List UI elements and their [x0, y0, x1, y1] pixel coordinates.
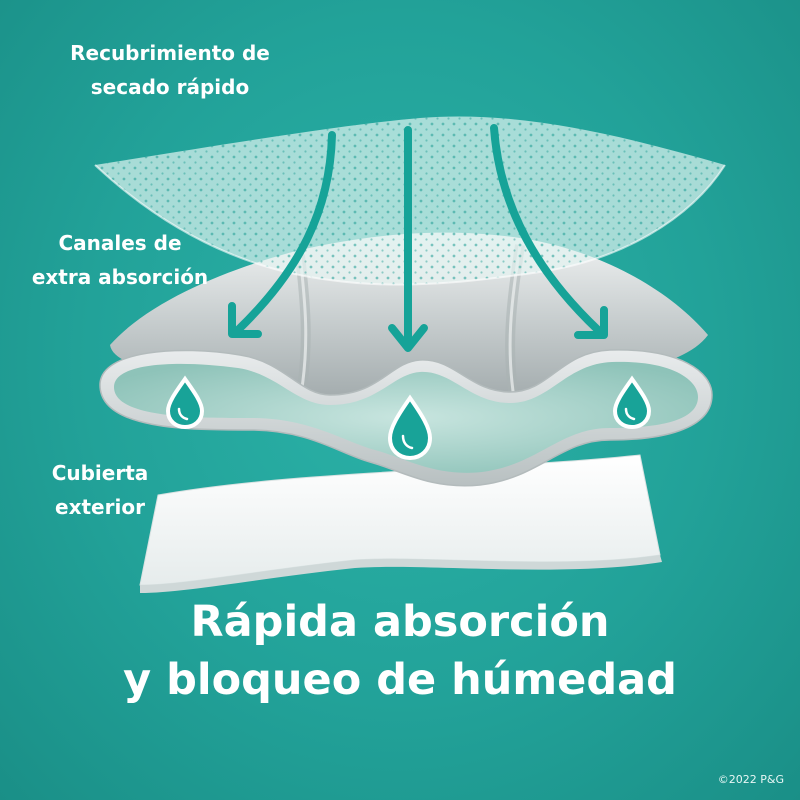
outer-cover-layer — [139, 454, 662, 593]
absorption-channels-label: Canales de extra absorción — [20, 226, 220, 294]
water-drop-icon — [387, 394, 433, 461]
quick-dry-label: Recubrimiento de secado rápido — [30, 36, 310, 104]
arrow-down-icon — [388, 126, 428, 352]
copyright-notice: ©2022 P&G — [717, 773, 784, 786]
quick-dry-label-line2: secado rápido — [90, 75, 250, 99]
outer-cover-label-line1: Cubierta — [51, 461, 149, 485]
arrow-down-right-icon — [490, 124, 608, 339]
outer-cover-label: Cubierta exterior — [10, 456, 190, 524]
absorption-channels-label-line1: Canales de — [58, 231, 182, 255]
absorption-channels-label-line2: extra absorción — [31, 265, 209, 289]
water-drop-icon — [165, 375, 205, 430]
headline-line1: Rápida absorción — [190, 597, 610, 647]
outer-cover-label-line2: exterior — [55, 495, 145, 519]
arrow-down-left-icon — [228, 131, 336, 338]
quick-dry-label-line1: Recubrimiento de — [70, 41, 270, 65]
headline-line2: y bloqueo de húmedad — [123, 655, 677, 705]
water-drop-icon — [612, 375, 652, 430]
